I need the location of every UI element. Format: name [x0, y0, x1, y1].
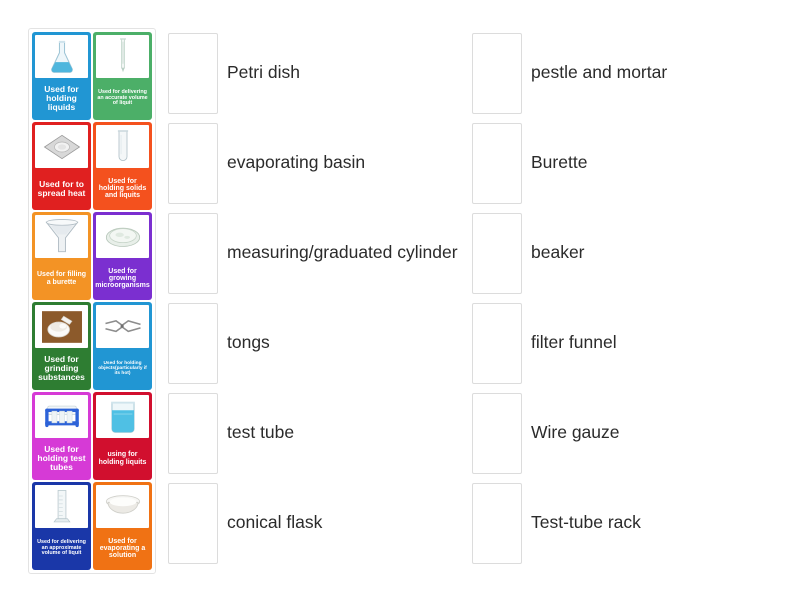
card-evaporating-solution[interactable]: Used for evaporating a solution	[93, 482, 152, 570]
answer-evaporating-basin: evaporating basin	[227, 152, 366, 173]
dropzone-test-tube-rack[interactable]	[472, 482, 522, 564]
conical-flask-icon	[35, 35, 88, 79]
card-caption: using for holding liquits	[98, 451, 147, 466]
answer-row: Test-tube rack	[472, 478, 784, 568]
evaporating-basin-icon	[96, 485, 149, 529]
dropzone-petri-dish[interactable]	[168, 32, 218, 114]
card-approximate-volume[interactable]: Used for delivering an approximate volum…	[32, 482, 91, 570]
dropzone-measuring-cylinder[interactable]	[168, 212, 218, 294]
burette-icon	[96, 35, 149, 79]
draggable-cards-tray: Used for holding liquids Used for delive…	[28, 28, 156, 574]
dropzone-evaporating-basin[interactable]	[168, 122, 218, 204]
answer-row: filter funnel	[472, 298, 784, 388]
card-holding-test-tubes[interactable]: Used for holding test tubes	[32, 392, 91, 480]
card-caption: Used for delivering an accurate volume o…	[97, 89, 148, 107]
card-growing-microorganisms[interactable]: Used for growing microorganisms	[93, 212, 152, 300]
answer-row: Burette	[472, 118, 784, 208]
card-caption: Used for holding liquids	[44, 84, 79, 113]
dropzone-pestle-and-mortar[interactable]	[472, 32, 522, 114]
dropzone-burette[interactable]	[472, 122, 522, 204]
answer-row: conical flask	[168, 478, 460, 568]
card-caption: Used for holding objects(particularly if…	[98, 361, 147, 377]
answer-test-tube-rack: Test-tube rack	[531, 512, 641, 533]
card-caption: Used for holding test tubes	[37, 444, 86, 473]
pestle-mortar-icon	[35, 305, 88, 349]
dropzone-tongs[interactable]	[168, 302, 218, 384]
card-holding-solids-liquids[interactable]: Used for holding solids and liquits	[93, 122, 152, 210]
answer-filter-funnel: filter funnel	[531, 332, 617, 353]
measuring-cylinder-icon	[35, 485, 88, 529]
card-caption: Used for filling a burette	[37, 271, 86, 286]
dropzone-test-tube[interactable]	[168, 392, 218, 474]
answer-petri-dish: Petri dish	[227, 62, 300, 83]
card-caption: Used for growing microorganisms	[95, 267, 150, 290]
petri-dish-icon	[96, 215, 149, 259]
card-holding-hot-objects[interactable]: Used for holding objects(particularly if…	[93, 302, 152, 390]
answer-test-tube: test tube	[227, 422, 295, 443]
answer-column-middle: Petri dish evaporating basin measuring/gra…	[168, 28, 460, 568]
answer-burette: Burette	[531, 152, 588, 173]
card-caption: Used for to spread heat	[37, 178, 86, 198]
wire-gauze-icon	[35, 125, 88, 169]
answer-pestle-and-mortar: pestle and mortar	[531, 62, 668, 83]
answer-row: beaker	[472, 208, 784, 298]
answer-tongs: tongs	[227, 332, 270, 353]
answer-row: Wire gauze	[472, 388, 784, 478]
answer-row: measuring/graduated cylinder	[168, 208, 460, 298]
answer-measuring-cylinder: measuring/graduated cylinder	[227, 242, 458, 263]
card-grinding-substances[interactable]: Used for grinding substances	[32, 302, 91, 390]
dropzone-conical-flask[interactable]	[168, 482, 218, 564]
card-caption: Used for delivering an approximate volum…	[37, 539, 86, 557]
filter-funnel-icon	[35, 215, 88, 259]
card-caption: Used for holding solids and liquits	[98, 177, 147, 200]
test-tube-icon	[96, 125, 149, 169]
card-filling-burette[interactable]: Used for filling a burette	[32, 212, 91, 300]
dropzone-filter-funnel[interactable]	[472, 302, 522, 384]
beaker-icon	[96, 395, 149, 439]
dropzone-wire-gauze[interactable]	[472, 392, 522, 474]
card-spread-heat[interactable]: Used for to spread heat	[32, 122, 91, 210]
tongs-icon	[96, 305, 149, 349]
answer-row: test tube	[168, 388, 460, 478]
answer-wire-gauze: Wire gauze	[531, 422, 620, 443]
answer-beaker: beaker	[531, 242, 585, 263]
answer-row: pestle and mortar	[472, 28, 784, 118]
test-tube-rack-icon	[35, 395, 88, 439]
card-delivering-accurate-volume[interactable]: Used for delivering an accurate volume o…	[93, 32, 152, 120]
answer-row: Petri dish	[168, 28, 460, 118]
card-holding-liquids[interactable]: Used for holding liquids	[32, 32, 91, 120]
card-caption: Used for grinding substances	[38, 354, 85, 383]
dropzone-beaker[interactable]	[472, 212, 522, 294]
answer-row: tongs	[168, 298, 460, 388]
answer-conical-flask: conical flask	[227, 512, 323, 533]
card-caption: Used for evaporating a solution	[99, 537, 146, 560]
answer-row: evaporating basin	[168, 118, 460, 208]
card-holding-liquits-beaker[interactable]: using for holding liquits	[93, 392, 152, 480]
